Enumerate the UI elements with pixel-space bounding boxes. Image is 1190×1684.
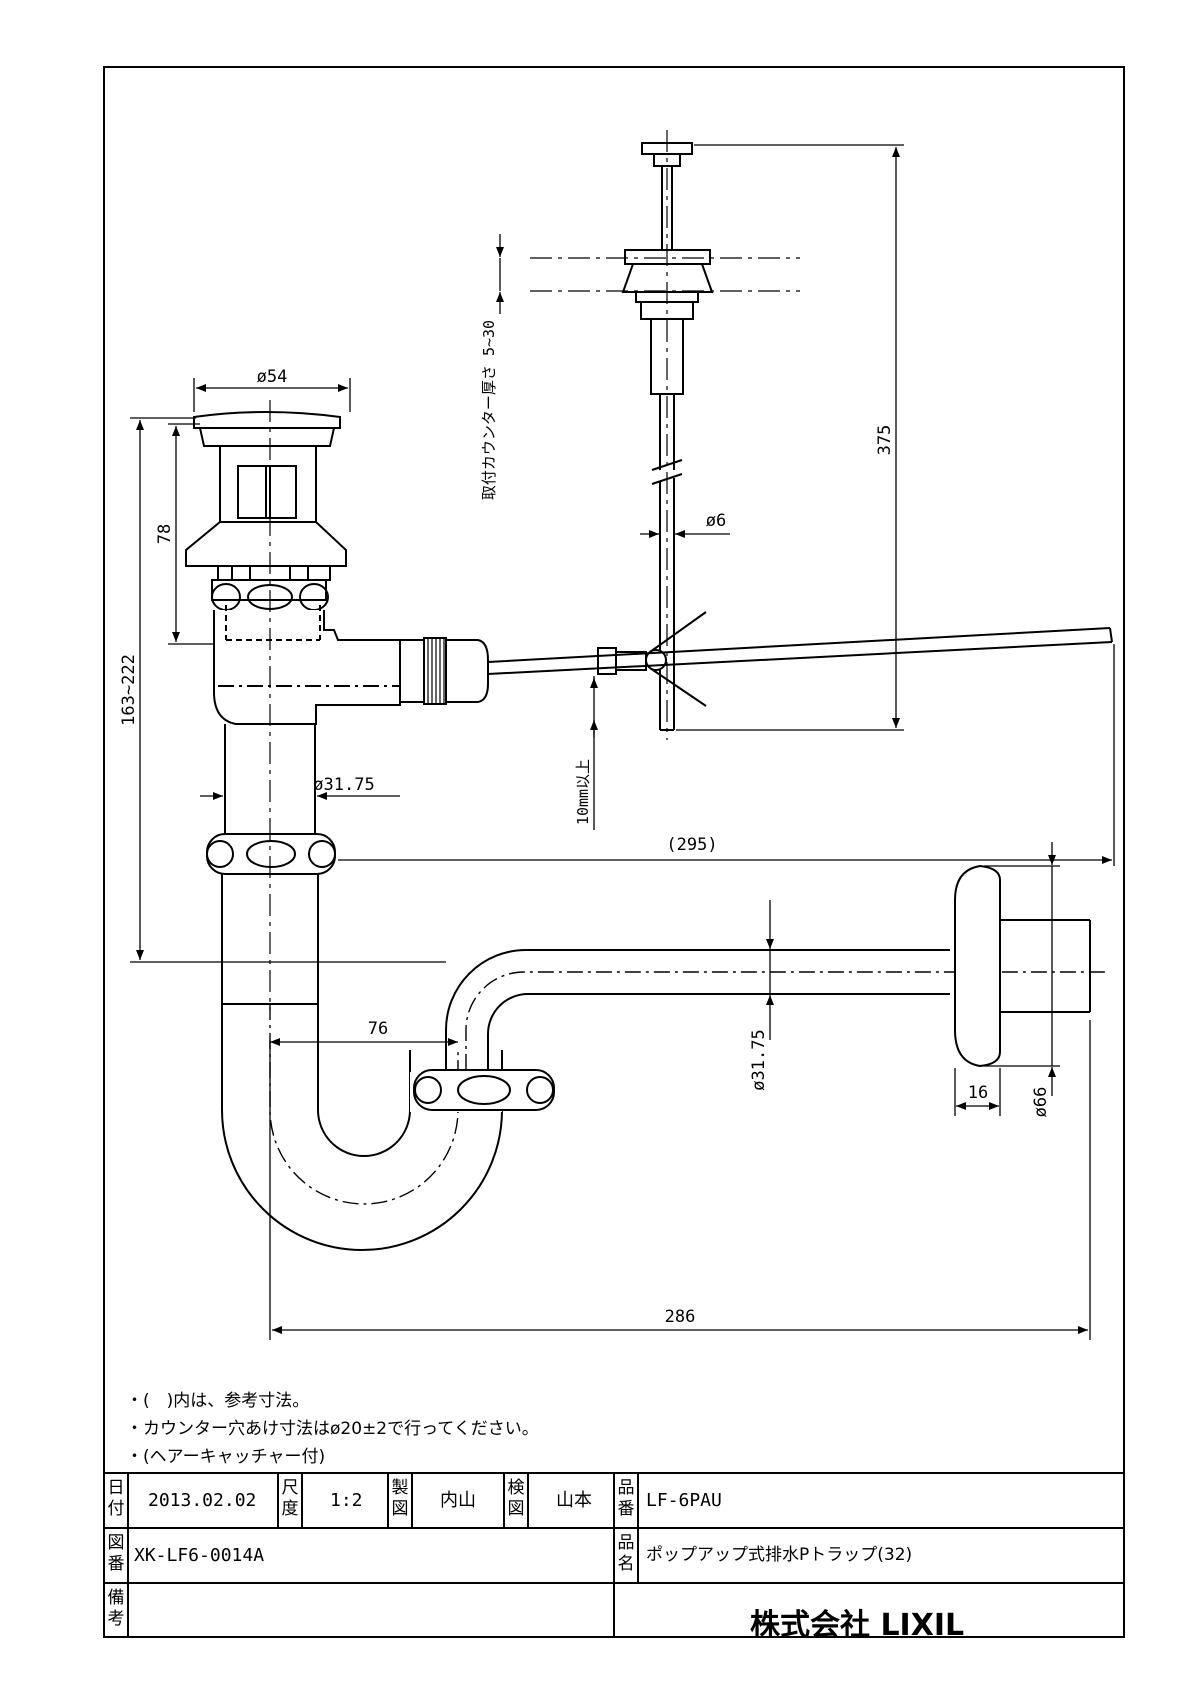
dim-16: 16: [968, 1083, 988, 1103]
note-reference-dimensions: ・( )内は、参考寸法。: [126, 1391, 310, 1411]
value-drawn-by: 内山: [440, 1490, 476, 1511]
dim-d66: ø66: [1031, 1087, 1051, 1118]
dim-10mm-min: 10mm以上: [574, 759, 592, 825]
dim-76: 76: [368, 1019, 388, 1039]
dim-d54: ø54: [257, 367, 288, 387]
dim-d6: ø6: [706, 511, 726, 531]
label-checked: 検図: [507, 1478, 525, 1519]
label-part-no: 品番: [617, 1478, 635, 1519]
label-drawn: 製図: [391, 1478, 409, 1519]
link-rod: [487, 627, 1113, 675]
value-drawing-no: XK-LF6-0014A: [134, 1545, 265, 1566]
center-lines: [269, 130, 800, 1010]
label-date: 日付: [107, 1478, 125, 1519]
dim-286: 286: [665, 1307, 696, 1327]
dim-d31-75-horizontal: ø31.75: [313, 775, 374, 795]
company-logo-text: 株式会社 LIXIL: [750, 1608, 965, 1643]
value-scale: 1:2: [330, 1490, 363, 1511]
drain-body: [185, 411, 489, 725]
label-scale: 尺度: [281, 1478, 299, 1519]
dim-375: 375: [875, 425, 895, 456]
dim-counter-thickness: 取付カウンター厚さ 5~30: [480, 320, 498, 500]
dimension-labels: ø54 78 163~222 ø31.75 375 ø6 取付カウンター厚さ 5…: [119, 320, 1051, 1327]
value-product-name: ポップアップ式排水Pトラップ(32): [646, 1545, 913, 1565]
note-hair-catcher: ・(ヘアーキャッチャー付): [126, 1447, 326, 1467]
label-drawing-no: 図番: [107, 1533, 125, 1574]
dim-d31-75-vertical: ø31.75: [749, 1029, 769, 1090]
value-part-no: LF-6PAU: [646, 1490, 722, 1511]
p-trap: [206, 724, 1108, 1251]
dimension-lines: [130, 144, 1115, 1340]
note-counter-hole: ・カウンター穴あけ寸法はø20±2で行ってください。: [126, 1419, 539, 1439]
dim-78: 78: [155, 524, 175, 544]
dim-295: (295): [666, 835, 717, 855]
value-date: 2013.02.02: [148, 1490, 257, 1511]
label-product-name: 品名: [617, 1533, 635, 1574]
value-checked-by: 山本: [556, 1490, 592, 1511]
dim-163-222: 163~222: [119, 654, 139, 726]
title-block-grid: [104, 1472, 1124, 1637]
label-remarks: 備考: [107, 1588, 125, 1629]
popup-rod-assembly: [597, 142, 714, 731]
